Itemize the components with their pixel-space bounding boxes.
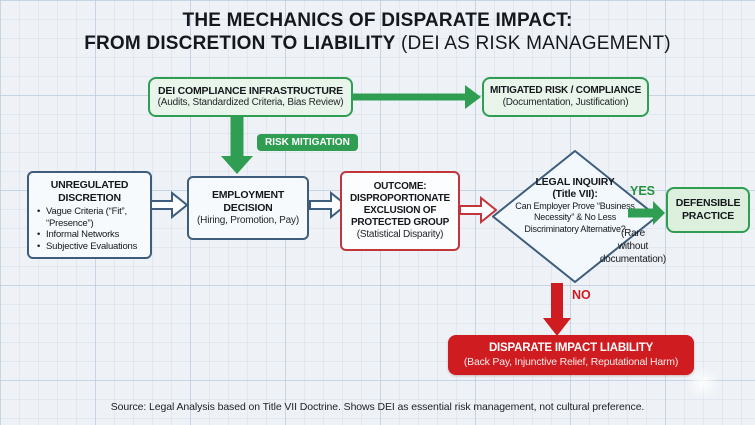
arrow-block-blue-icon — [150, 190, 188, 220]
node-subtitle: (Statistical Disparity) — [356, 229, 444, 240]
node-title: DEI COMPLIANCE INFRASTRUCTURE — [158, 84, 343, 97]
arrow-block-red-icon — [459, 195, 497, 225]
bullet-item: Subjective Evaluations — [37, 241, 146, 253]
watermark-blob — [686, 366, 720, 400]
node-outcome-disproportionate-exclusion: OUTCOME: DISPROPORTIONATE EXCLUSION OF P… — [340, 171, 460, 251]
source-caption: Source: Legal Analysis based on Title VI… — [110, 401, 645, 413]
title-line-2: FROM DISCRETION TO LIABILITY (DEI AS RIS… — [0, 33, 755, 56]
node-title: UNREGULATED DISCRETION — [50, 179, 129, 204]
node-defensible-practice: DEFENSIBLE PRACTICE — [666, 187, 750, 233]
risk-mitigation-badge: RISK MITIGATION — [257, 134, 358, 151]
yes-branch-note: (Rare without documentation) — [599, 228, 667, 265]
node-unregulated-discretion: UNREGULATED DISCRETION Vague Criteria (“… — [27, 171, 152, 259]
diamond-text: LEGAL INQUIRY (Title VII): Can Employer … — [510, 176, 640, 235]
arrow-block-blue-icon — [309, 190, 347, 220]
arrow-down-green-icon — [221, 117, 253, 174]
yes-label: YES — [630, 184, 656, 198]
node-title: OUTCOME: DISPROPORTIONATE EXCLUSION OF P… — [350, 181, 450, 228]
node-subtitle: (Back Pay, Injunctive Relief, Reputation… — [463, 355, 679, 368]
node-employment-decision: EMPLOYMENT DECISION (Hiring, Promotion, … — [187, 176, 309, 240]
no-label: NO — [572, 288, 591, 302]
bullet-item: Vague Criteria (“Fit”, “Presence”) — [37, 206, 146, 229]
title-line-1: THE MECHANICS OF DISPARATE IMPACT: — [182, 10, 573, 31]
title-line-2-bold: FROM DISCRETION TO LIABILITY — [84, 32, 396, 54]
node-dei-compliance-infrastructure: DEI COMPLIANCE INFRASTRUCTURE (Audits, S… — [148, 77, 353, 117]
node-question: Can Employer Prove “Business Necessity” … — [515, 201, 635, 234]
node-title: EMPLOYMENT DECISION — [211, 189, 285, 214]
node-legal-inquiry-diamond: LEGAL INQUIRY (Title VII): Can Employer … — [492, 150, 658, 283]
node-subtitle: (Hiring, Promotion, Pay) — [197, 214, 299, 226]
node-title: DISPARATE IMPACT LIABILITY — [488, 341, 654, 354]
arrow-right-green-icon — [353, 85, 481, 109]
node-subtitle: (Audits, Standardized Criteria, Bias Rev… — [157, 97, 344, 109]
node-mitigated-risk-compliance: MITIGATED RISK / COMPLIANCE (Documentati… — [482, 77, 649, 117]
arrow-right-green-icon — [628, 201, 665, 225]
bullet-list: Vague Criteria (“Fit”, “Presence”) Infor… — [33, 206, 146, 252]
node-title: DEFENSIBLE PRACTICE — [675, 197, 741, 222]
node-subtitle: (Title VII): — [552, 188, 598, 201]
title-line-2-rest: (DEI AS RISK MANAGEMENT) — [395, 32, 671, 54]
node-title: LEGAL INQUIRY — [535, 176, 615, 188]
node-subtitle: (Documentation, Justification) — [502, 97, 629, 108]
node-title: MITIGATED RISK / COMPLIANCE — [489, 85, 642, 96]
node-disparate-impact-liability: DISPARATE IMPACT LIABILITY (Back Pay, In… — [448, 335, 694, 375]
bullet-item: Informal Networks — [37, 229, 146, 241]
arrow-down-red-icon — [543, 283, 571, 336]
diamond-shape — [492, 150, 658, 283]
page-title: THE MECHANICS OF DISPARATE IMPACT: FROM … — [0, 10, 755, 56]
